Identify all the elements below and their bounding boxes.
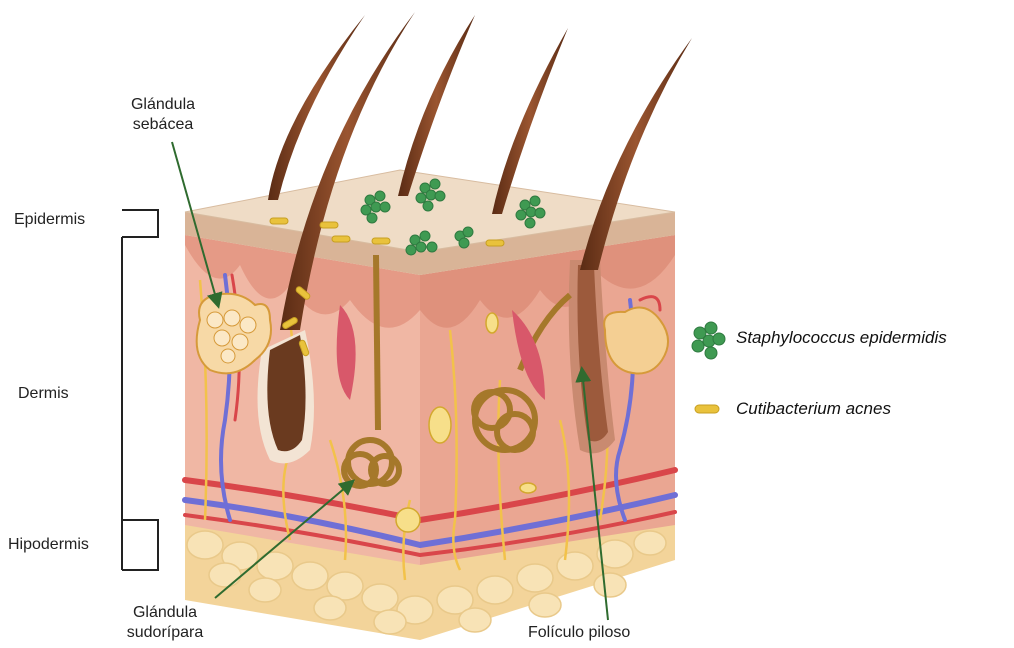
layer-brackets [122, 210, 158, 570]
legend-staph-label: Staphylococcus epidermidis [736, 328, 947, 348]
label-epidermis: Epidermis [14, 210, 85, 230]
label-hair-follicle: Folículo piloso [528, 623, 630, 643]
sebaceous-gland-right [604, 308, 668, 374]
label-dermis: Dermis [18, 384, 69, 404]
label-sweat-line1: Glándula [110, 603, 220, 623]
label-hipodermis: Hipodermis [8, 535, 89, 555]
legend-cutibacterium-label: Cutibacterium acnes [736, 399, 891, 419]
label-sweat-line2: sudorípara [110, 623, 220, 643]
legend-staph-icon [692, 322, 725, 359]
label-sebaceous-line2: sebácea [108, 115, 218, 135]
label-sweat-gland: Glándula sudorípara [110, 603, 220, 643]
legend-cutibacterium-icon [695, 405, 719, 413]
label-sebaceous-line1: Glándula [108, 95, 218, 115]
label-sebaceous-gland: Glándula sebácea [108, 95, 218, 135]
